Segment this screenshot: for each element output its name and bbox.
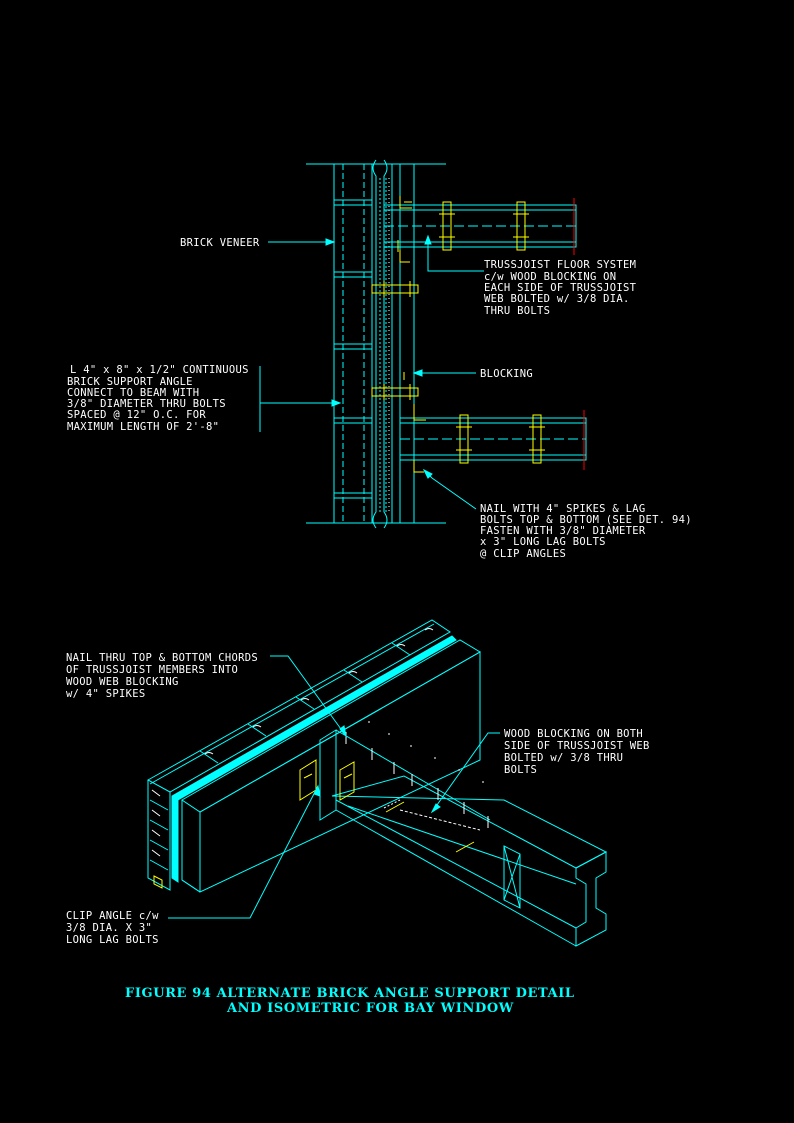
iso-clip-angle <box>153 759 475 889</box>
figure-caption: FIGURE 94 ALTERNATE BRICK ANGLE SUPPORT … <box>125 986 575 1016</box>
svg-text:THRU BOLTS: THRU BOLTS <box>484 305 550 317</box>
iso-brick-top <box>146 619 451 793</box>
svg-text:EACH SIDE OF TRUSSJOIST: EACH SIDE OF TRUSSJOIST <box>484 282 637 294</box>
svg-text:CONNECT TO BEAM WITH: CONNECT TO BEAM WITH <box>67 387 199 399</box>
svg-text:CLIP ANGLE c/w: CLIP ANGLE c/w <box>66 910 159 922</box>
svg-text:3/8 DIA. X 3": 3/8 DIA. X 3" <box>66 922 152 934</box>
iso-sheathing <box>171 635 457 883</box>
label-clip-angle: CLIP ANGLE c/w 3/8 DIA. X 3" LONG LAG BO… <box>66 910 159 946</box>
svg-text:SPACED @ 12" O.C. FOR: SPACED @ 12" O.C. FOR <box>67 409 206 421</box>
svg-text:MAXIMUM LENGTH OF 2'-8": MAXIMUM LENGTH OF 2'-8" <box>67 421 219 433</box>
isometric-labels: NAIL THRU TOP & BOTTOM CHORDS OF TRUSSJO… <box>66 652 650 946</box>
iso-leaders <box>168 655 500 919</box>
section-detail <box>259 159 587 529</box>
iso-rim-beam <box>181 639 481 893</box>
svg-text:3/8" DIAMETER THRU BOLTS: 3/8" DIAMETER THRU BOLTS <box>67 398 226 410</box>
label-nail-thru: NAIL THRU TOP & BOTTOM CHORDS OF TRUSSJO… <box>66 652 258 700</box>
label-trussjoist: TRUSSJOIST FLOOR SYSTEM c/w WOOD BLOCKIN… <box>484 259 637 317</box>
caption-line-2: AND ISOMETRIC FOR BAY WINDOW <box>226 1001 514 1016</box>
svg-text:w/ 4" SPIKES: w/ 4" SPIKES <box>66 688 145 700</box>
svg-text:BOLTED w/ 3/8 THRU: BOLTED w/ 3/8 THRU <box>504 752 623 764</box>
label-support-angle: L 4" x 8" x 1/2" CONTINUOUS BRICK SUPPOR… <box>67 364 249 433</box>
svg-text:FASTEN WITH 3/8" DIAMETER: FASTEN WITH 3/8" DIAMETER <box>480 525 646 537</box>
svg-text:SIDE OF TRUSSJOIST WEB: SIDE OF TRUSSJOIST WEB <box>504 740 650 752</box>
svg-text:BOLTS: BOLTS <box>504 764 537 776</box>
section-leaders <box>259 234 484 510</box>
svg-text:BOLTS TOP & BOTTOM (SEE DET. 9: BOLTS TOP & BOTTOM (SEE DET. 94) <box>480 514 692 526</box>
svg-text:LONG LAG BOLTS: LONG LAG BOLTS <box>66 934 159 946</box>
label-blocking: BLOCKING <box>480 368 533 380</box>
iso-brick-end <box>147 780 171 891</box>
wall-sheathing <box>372 159 415 529</box>
svg-text:BRICK SUPPORT ANGLE: BRICK SUPPORT ANGLE <box>67 376 193 388</box>
svg-text:NAIL THRU TOP & BOTTOM CHORDS: NAIL THRU TOP & BOTTOM CHORDS <box>66 652 258 664</box>
svg-text:WOOD BLOCKING ON BOTH: WOOD BLOCKING ON BOTH <box>504 728 643 740</box>
lower-trussjoist <box>399 410 587 470</box>
svg-text:WEB BOLTED w/ 3/8 DIA.: WEB BOLTED w/ 3/8 DIA. <box>484 293 630 305</box>
iso-trussjoist <box>331 775 608 947</box>
section-labels: BRICK VENEER TRUSSJOIST FLOOR SYSTEM c/w… <box>67 237 692 560</box>
svg-text:@ CLIP ANGLES: @ CLIP ANGLES <box>480 548 566 560</box>
label-brick-veneer: BRICK VENEER <box>180 237 260 249</box>
svg-text:x 3" LONG LAG BOLTS: x 3" LONG LAG BOLTS <box>480 536 606 548</box>
upper-trussjoist <box>383 198 577 255</box>
brick-veneer-wall <box>333 164 373 523</box>
svg-text:NAIL WITH 4" SPIKES & LAG: NAIL WITH 4" SPIKES & LAG <box>480 503 646 515</box>
svg-text:c/w WOOD BLOCKING ON: c/w WOOD BLOCKING ON <box>484 271 616 283</box>
svg-text:WOOD WEB BLOCKING: WOOD WEB BLOCKING <box>66 676 179 688</box>
caption-line-1: FIGURE 94 ALTERNATE BRICK ANGLE SUPPORT … <box>125 986 575 1001</box>
svg-text:OF TRUSSJOIST MEMBERS INTO: OF TRUSSJOIST MEMBERS INTO <box>66 664 238 676</box>
label-wood-blocking: WOOD BLOCKING ON BOTH SIDE OF TRUSSJOIST… <box>504 728 650 776</box>
iso-nails <box>345 721 489 831</box>
svg-text:L 4" x 8" x 1/2" CONTINUOUS: L 4" x 8" x 1/2" CONTINUOUS <box>70 364 249 376</box>
label-nail: NAIL WITH 4" SPIKES & LAG BOLTS TOP & BO… <box>480 503 692 560</box>
bolts-and-clip-angles <box>371 196 545 473</box>
svg-text:TRUSSJOIST FLOOR SYSTEM: TRUSSJOIST FLOOR SYSTEM <box>484 259 636 271</box>
isometric-detail <box>146 619 608 947</box>
